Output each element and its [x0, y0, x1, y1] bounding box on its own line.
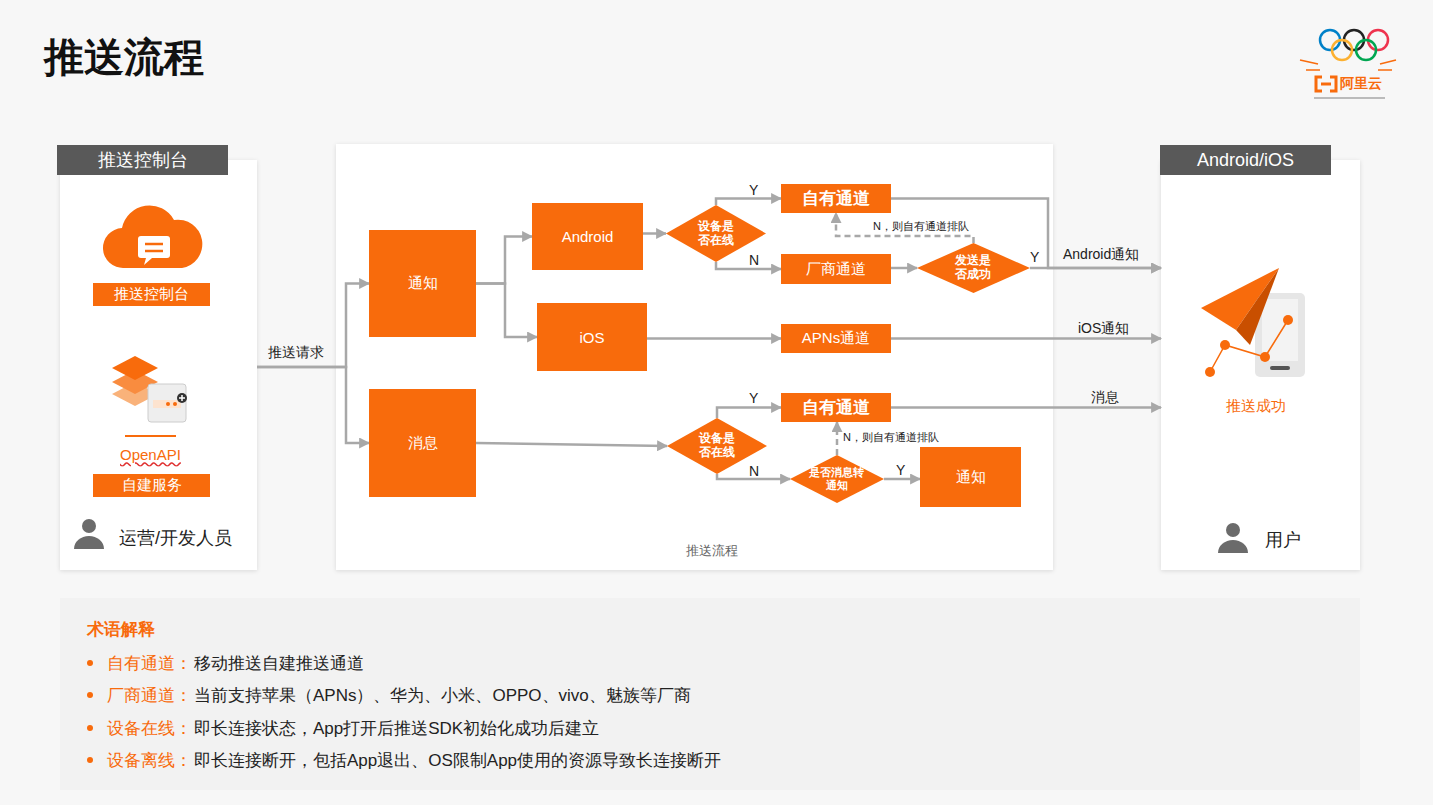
logo-rays: [1300, 60, 1396, 70]
edge-label: 推送请求: [268, 344, 324, 360]
panel-ground: [1161, 160, 1360, 570]
edge-label: N，则自有通道排队: [873, 220, 969, 233]
edge-label: Y: [749, 390, 758, 406]
bullet-dots: [87, 660, 93, 763]
section-heading: 术语解释: [87, 618, 155, 641]
edge-label: 消息: [1091, 389, 1119, 405]
flow-arrow: [717, 408, 781, 419]
flow-arrow: [257, 284, 369, 368]
person-icon: [74, 519, 104, 549]
box-label: 通知: [956, 468, 986, 487]
flow-arrow: [476, 443, 667, 446]
term-name: 设备离线：: [107, 749, 192, 772]
flow-arrow: [891, 267, 917, 270]
flow-arrow: [1030, 267, 1161, 270]
process-box: Android: [532, 203, 643, 270]
term-name: 自有通道：: [107, 652, 192, 675]
role-name: 运营/开发人员: [119, 526, 232, 550]
edge-label: iOS通知: [1078, 320, 1129, 336]
service-name: OpenAPI: [120, 446, 181, 463]
panel-caption: 推送流程: [676, 542, 748, 560]
push-success-icon: [1201, 268, 1305, 377]
flow-arrow: [891, 199, 1161, 269]
status-text: 推送成功: [1206, 397, 1306, 416]
flow-arrow: [476, 284, 537, 338]
edge-label: Y: [749, 182, 758, 198]
flow-arrow: [257, 367, 369, 443]
term-definition: 即长连接断开，包括App退出、OS限制App使用的资源导致长连接断开: [194, 749, 721, 772]
process-box: 消息: [369, 389, 476, 497]
term-definition: 即长连接状态，App打开后推送SDK初始化成功后建立: [194, 717, 599, 740]
decision-diamond: 是否消息转通知: [790, 455, 884, 503]
edge-label: N: [749, 252, 759, 268]
box-label: 自有通道: [802, 187, 870, 210]
logo-tagline: [1314, 97, 1385, 99]
edge-label: N: [749, 463, 759, 479]
box-label: 设备是否在线: [698, 432, 736, 460]
flow-arrow: [716, 262, 781, 269]
aliyun-logo: [1316, 77, 1336, 91]
dashed-arrow: [836, 213, 974, 243]
panel: 推送控制台OpenAPI运营/开发人员推送控制台自建服务: [60, 160, 257, 570]
term-definition: 移动推送自建推送通道: [194, 652, 364, 675]
label-band: 自建服务: [93, 474, 210, 497]
box-label: 消息: [408, 434, 438, 453]
panel: 推送流程通知消息AndroidiOS设备是否在线自有通道厂商通道发送是否成功AP…: [336, 144, 1053, 570]
process-box: 自有通道: [781, 393, 891, 422]
dashed-arrow: [836, 422, 839, 455]
edge-label: Y: [1030, 249, 1039, 265]
box-label: iOS: [579, 329, 604, 346]
process-box: 通知: [920, 447, 1021, 507]
glossary-box: 术语解释自有通道：移动推送自建推送通道厂商通道：当前支持苹果（APNs）、华为、…: [60, 598, 1360, 790]
panel-header: 推送控制台: [57, 145, 228, 175]
process-box: iOS: [537, 303, 647, 371]
box-label: 设备是否在线: [697, 220, 735, 248]
flow-arrow: [476, 237, 532, 284]
page-title: 推送流程: [44, 30, 204, 85]
flow-arrow: [716, 199, 781, 206]
panel-header: Android/iOS: [1160, 145, 1331, 175]
process-box: 厂商通道: [781, 254, 891, 284]
flow-arrow: [884, 478, 920, 481]
term-name: 设备在线：: [107, 717, 192, 740]
panel-ground: [60, 160, 257, 570]
flow-arrow: [891, 337, 1161, 340]
olympic-rings: [1320, 30, 1388, 60]
role-name: 用户: [1265, 528, 1301, 552]
process-box: APNs通道: [781, 324, 891, 353]
process-box: 通知: [369, 230, 476, 337]
box-label: 自建服务: [122, 476, 182, 495]
box-label: APNs通道: [802, 329, 870, 348]
box-label: 通知: [408, 274, 438, 293]
term-definition: 当前支持苹果（APNs）、华为、小米、OPPO、vivo、魅族等厂商: [194, 684, 691, 707]
box-label: 是否消息转通知: [808, 466, 866, 491]
edge-label: Android通知: [1063, 246, 1139, 262]
flow-arrow: [643, 232, 666, 235]
api-stack-icon: [112, 356, 187, 436]
box-label: 发送是否成功: [954, 254, 992, 282]
flow-arrow: [891, 406, 1161, 409]
person-icon: [1218, 523, 1248, 553]
term-name: 厂商通道：: [107, 684, 192, 707]
box-label: 推送控制台: [114, 285, 189, 304]
logo-text: 阿里云: [1340, 75, 1382, 93]
process-box: 自有通道: [781, 184, 891, 213]
panel-ground: [60, 598, 1360, 790]
decision-diamond: 发送是否成功: [917, 243, 1030, 293]
panel: Android/iOS推送成功用户: [1161, 160, 1360, 570]
flow-arrow: [647, 337, 781, 340]
edge-label: Y: [896, 462, 905, 478]
box-label: 自有通道: [802, 396, 870, 419]
cloud-icon: [103, 205, 202, 268]
box-label: Android: [562, 228, 614, 245]
box-label: 厂商通道: [806, 260, 866, 279]
edge-label: N，则自有通道排队: [843, 431, 939, 444]
label-band: 推送控制台: [93, 283, 210, 306]
panel-ground: [336, 144, 1053, 570]
